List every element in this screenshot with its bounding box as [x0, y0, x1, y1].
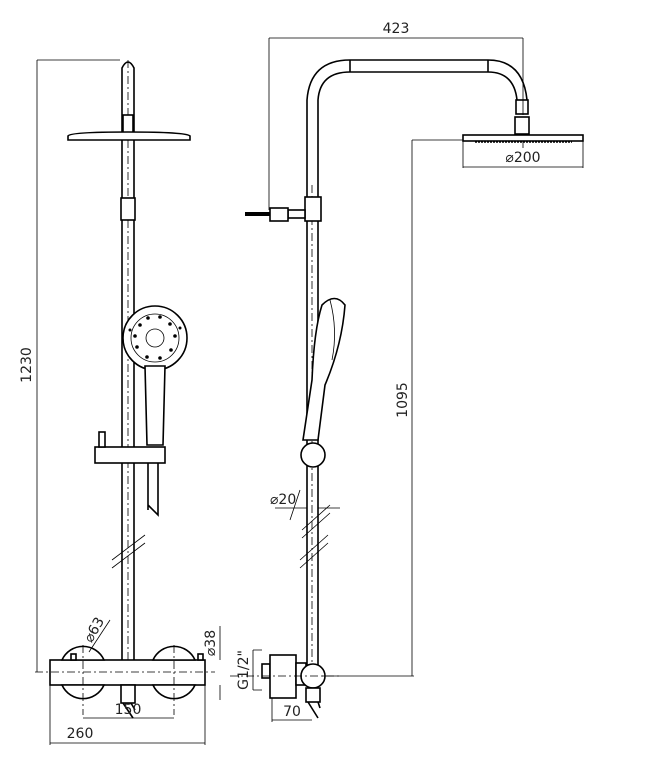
- dim-body-diameter: ⌀38: [203, 630, 219, 656]
- side-pipe-joint: [304, 196, 322, 222]
- dim-body-width: 260: [67, 726, 94, 742]
- dim-total-height: 1230: [19, 347, 35, 383]
- diverter-knob: [269, 207, 289, 222]
- dim-inlet-thread: G1/2": [236, 650, 252, 690]
- hose-connector-ball: [300, 442, 326, 468]
- dim-arm-reach: 423: [383, 21, 410, 37]
- hand-shower-side: [302, 297, 346, 441]
- front-pipe-joint: [120, 197, 136, 221]
- slider-knob: [98, 431, 106, 448]
- diverter-stem: [245, 212, 270, 216]
- front-head-connector: [122, 114, 134, 134]
- slider-bracket: [94, 446, 166, 464]
- dim-inlet-spacing: 150: [115, 702, 142, 718]
- dim-head-height: 1095: [395, 382, 411, 418]
- flow-knob: [151, 645, 197, 700]
- dim-head-diameter: ⌀200: [505, 150, 540, 166]
- wall-eccentric-connector: [269, 654, 297, 699]
- front-view: 1230 150 260 ⌀63 ⌀38: [19, 59, 221, 745]
- mixer-outlet: [120, 684, 136, 704]
- hand-shower-handle: [144, 365, 166, 446]
- dim-knob-diameter: ⌀63: [81, 615, 108, 646]
- front-shower-head: [67, 131, 191, 141]
- side-head-connector: [514, 116, 530, 135]
- dim-wall-offset: 70: [283, 704, 301, 720]
- thermostatic-mixer-body: [49, 659, 206, 686]
- side-shower-head: [462, 134, 584, 142]
- side-riser-pipe-and-arm: [306, 59, 528, 665]
- side-view: ⌀20 G1/2" 70 423 ⌀200 1095: [230, 21, 584, 722]
- dim-pipe-diameter: ⌀20: [270, 492, 296, 508]
- hand-shower-head: [122, 305, 188, 371]
